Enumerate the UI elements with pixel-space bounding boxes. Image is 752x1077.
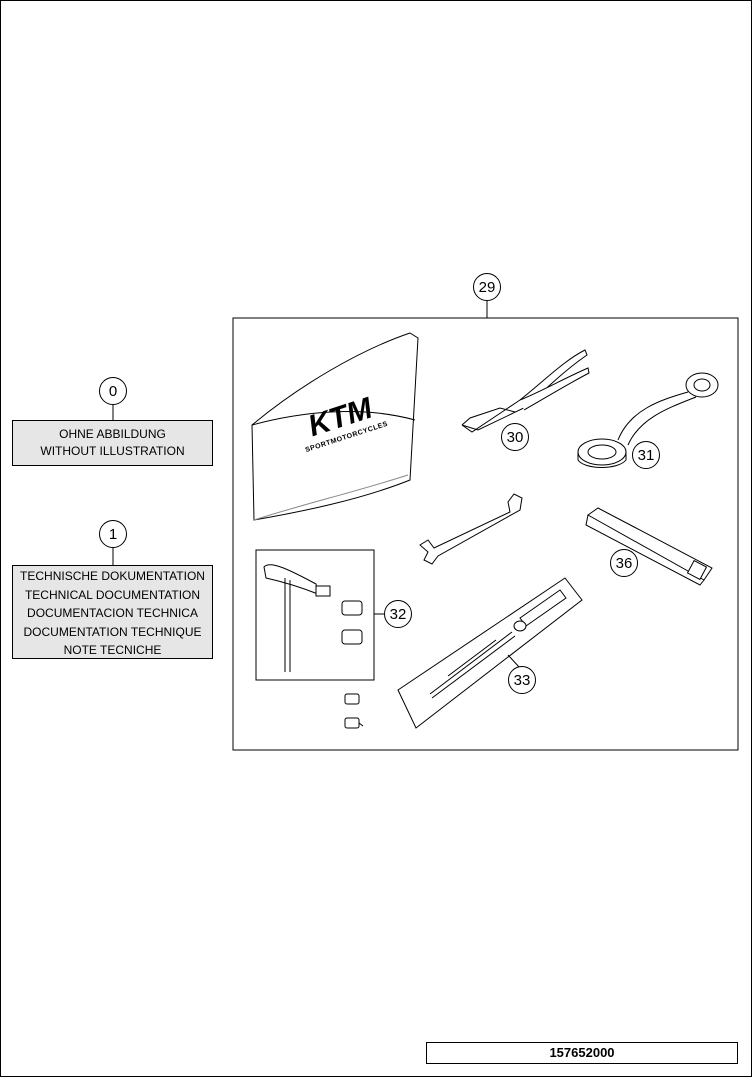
note-line: WITHOUT ILLUSTRATION bbox=[40, 444, 185, 458]
screwdriver-icon bbox=[429, 589, 567, 699]
callout-30[interactable]: 30 bbox=[501, 423, 529, 451]
callout-33[interactable]: 33 bbox=[508, 666, 536, 694]
callout-1[interactable]: 1 bbox=[99, 520, 127, 548]
callout-32[interactable]: 32 bbox=[384, 600, 412, 628]
open-end-wrench-icon bbox=[419, 493, 523, 565]
note-line: DOCUMENTACION TECHNICA bbox=[27, 606, 198, 621]
callout-36[interactable]: 36 bbox=[610, 549, 638, 577]
t-handle-hex-key-icon bbox=[263, 564, 331, 672]
document-pouch-icon bbox=[251, 332, 419, 521]
note-technical-documentation: TECHNISCHE DOKUMENTATION TECHNICAL DOCUM… bbox=[12, 565, 213, 659]
leader-33 bbox=[507, 654, 521, 669]
hex-key-set-box bbox=[255, 549, 375, 681]
note-line: TECHNICAL DOCUMENTATION bbox=[24, 587, 201, 602]
note-without-illustration: OHNE ABBILDUNG WITHOUT ILLUSTRATION bbox=[12, 420, 213, 466]
callout-31[interactable]: 31 bbox=[632, 441, 660, 469]
note-line: NOTE TECNICHE bbox=[63, 643, 162, 658]
hex-bit-icon bbox=[341, 600, 364, 729]
note-line: OHNE ABBILDUNG bbox=[59, 427, 166, 441]
ring-spanner-icon bbox=[577, 372, 719, 468]
drawing-number: 157652000 bbox=[426, 1042, 738, 1064]
callout-29[interactable]: 29 bbox=[473, 273, 501, 301]
group-box-29 bbox=[232, 317, 739, 751]
callout-0[interactable]: 0 bbox=[99, 377, 127, 405]
pliers-icon bbox=[461, 349, 590, 433]
tube-wrench-icon bbox=[585, 507, 713, 586]
note-line: DOCUMENTATION TECHNIQUE bbox=[23, 624, 202, 639]
note-line: TECHNISCHE DOKUMENTATION bbox=[20, 569, 205, 583]
screwdriver-set-box bbox=[397, 577, 583, 729]
